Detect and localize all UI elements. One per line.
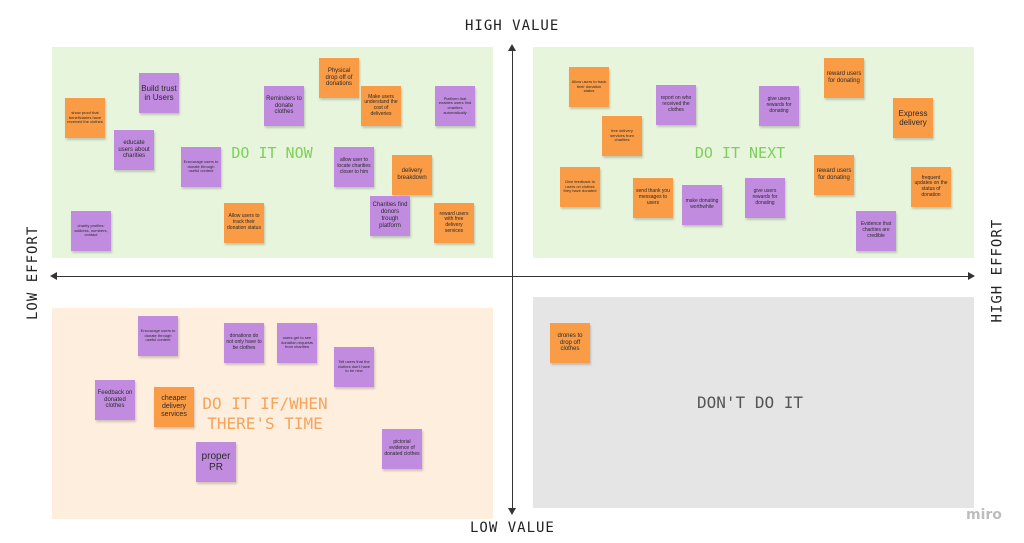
sticky-note[interactable]: pictorial evidence of donated clothes (382, 429, 422, 469)
axis-label-low-value: LOW VALUE (470, 520, 555, 536)
sticky-note[interactable]: give users rewards for donating (745, 178, 785, 218)
sticky-note[interactable]: Feedback on donated clothes (95, 380, 135, 420)
sticky-note[interactable]: show proof that beneficiaries have recei… (65, 98, 105, 138)
sticky-note[interactable]: proper PR (196, 442, 236, 482)
sticky-note[interactable]: frequent updates on the status of donati… (911, 167, 951, 207)
axis-label-high-effort: HIGH EFFORT (989, 218, 1006, 323)
sticky-note[interactable]: reward users for donating (824, 58, 864, 98)
sticky-note[interactable]: Build trust in Users (139, 73, 179, 113)
sticky-note[interactable]: drones to drop off clothes (550, 323, 590, 363)
arrow-right-icon (968, 272, 975, 280)
sticky-note[interactable]: Evidence that charities are credible (856, 211, 896, 251)
sticky-note[interactable]: Charities find donors trough platform (370, 196, 410, 236)
sticky-note[interactable]: Make users understand the cost of delive… (361, 86, 401, 126)
sticky-note[interactable]: Give feedback to users on clothes they h… (560, 167, 600, 207)
sticky-note[interactable]: charity profiles: address, numbers, cont… (71, 211, 111, 251)
sticky-note[interactable]: Tell users that the clothes don't have t… (334, 347, 374, 387)
sticky-note[interactable]: delivery breakdown (392, 155, 432, 195)
label-do-it-next: DO IT NEXT (694, 144, 786, 162)
axis-label-high-value: HIGH VALUE (465, 18, 560, 34)
sticky-note[interactable]: Allow users to track their donation stat… (569, 67, 609, 107)
sticky-note[interactable]: reward users with free delivery services (434, 203, 474, 243)
sticky-note[interactable]: Express delivery (893, 98, 933, 138)
sticky-note[interactable]: send thank you messages to users (633, 178, 673, 218)
miro-logo: miro (966, 507, 1002, 523)
sticky-note[interactable]: allow user to locate charities closer to… (334, 147, 374, 187)
arrow-down-icon (508, 508, 516, 515)
sticky-note[interactable]: users get to see donation requests from … (277, 323, 317, 363)
sticky-note[interactable]: Physical drop off of donations (319, 58, 359, 98)
sticky-note[interactable]: reward users for donating (814, 155, 854, 195)
sticky-note[interactable]: Reminders to donate clothes (264, 86, 304, 126)
vertical-axis (512, 50, 513, 510)
sticky-note[interactable]: Platform that enables users find chariti… (435, 86, 475, 126)
label-dont-do-it: DON'T DO IT (697, 393, 803, 412)
label-do-it-if-time: DO IT IF/WHEN THERE'S TIME (202, 394, 328, 433)
sticky-note[interactable]: make donating worthwhile (682, 185, 722, 225)
sticky-note[interactable]: free delivery services from charities (602, 116, 642, 156)
sticky-note[interactable]: cheaper delivery services (154, 387, 194, 427)
arrow-up-icon (508, 44, 516, 51)
quadrant-dont-do-it (533, 297, 974, 508)
axis-label-low-effort: LOW EFFORT (25, 225, 41, 320)
label-do-it-now: DO IT NOW (231, 144, 313, 162)
sticky-note[interactable]: Allow users to track their donation stat… (224, 203, 264, 243)
sticky-note[interactable]: Encourage users to donate through useful… (138, 316, 178, 356)
sticky-note[interactable]: educate users about charities (114, 130, 154, 170)
sticky-note[interactable]: Encourage users to donate through useful… (181, 147, 221, 187)
sticky-note[interactable]: report on who received the clothes (656, 85, 696, 125)
sticky-note[interactable]: give users rewards for donating (759, 86, 799, 126)
sticky-note[interactable]: donations do not only have to be clothes (224, 323, 264, 363)
arrow-left-icon (50, 272, 57, 280)
